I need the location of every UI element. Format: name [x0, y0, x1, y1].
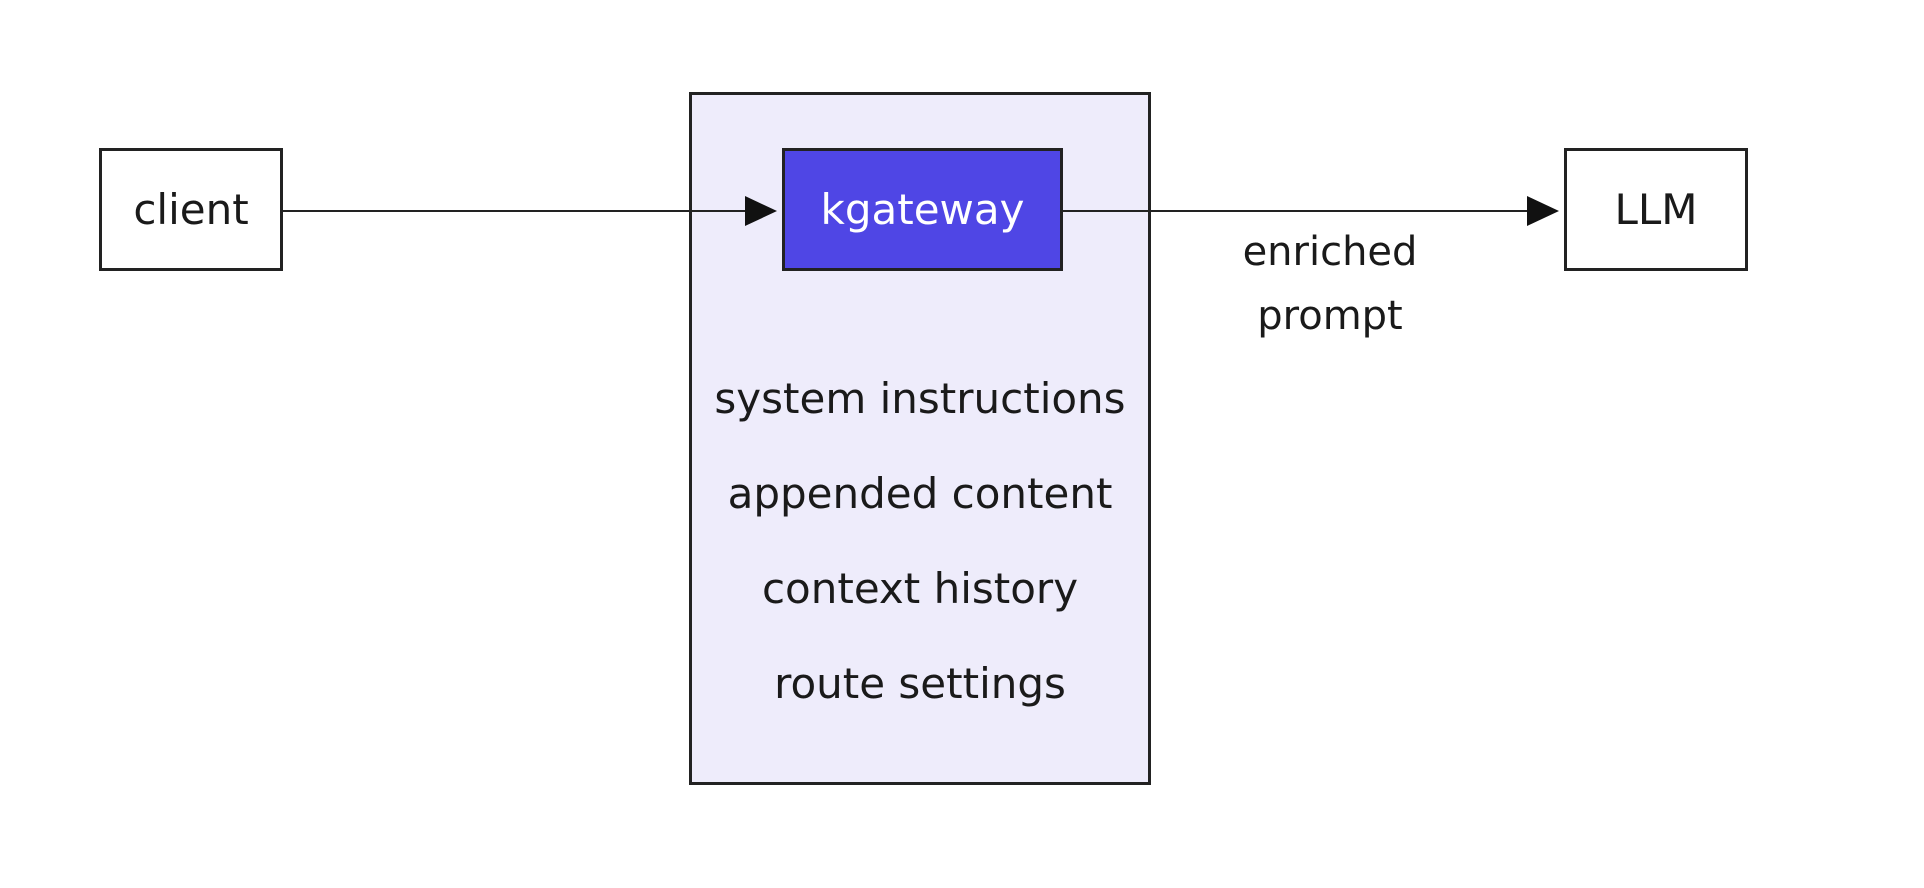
kgateway-node-label: kgateway: [820, 185, 1025, 234]
client-node[interactable]: client: [99, 148, 283, 271]
arrowhead-kgateway-to-llm: [1527, 196, 1559, 226]
llm-node[interactable]: LLM: [1564, 148, 1748, 271]
feature-context-history: context history: [761, 564, 1079, 613]
edge-label-enriched-prompt: enriched prompt: [1210, 220, 1450, 348]
llm-node-label: LLM: [1614, 185, 1698, 234]
feature-appended-content: appended content: [727, 469, 1113, 518]
client-node-label: client: [133, 185, 249, 234]
kgateway-node[interactable]: kgateway: [782, 148, 1063, 271]
edge-label-line-2: prompt: [1257, 293, 1403, 339]
feature-route-settings: route settings: [774, 659, 1066, 708]
feature-system-instructions: system instructions: [714, 374, 1126, 423]
edge-label-line-1: enriched: [1242, 229, 1418, 275]
kgateway-feature-list: system instructions appended content con…: [689, 362, 1151, 742]
arrowhead-client-to-kgateway: [745, 196, 777, 226]
